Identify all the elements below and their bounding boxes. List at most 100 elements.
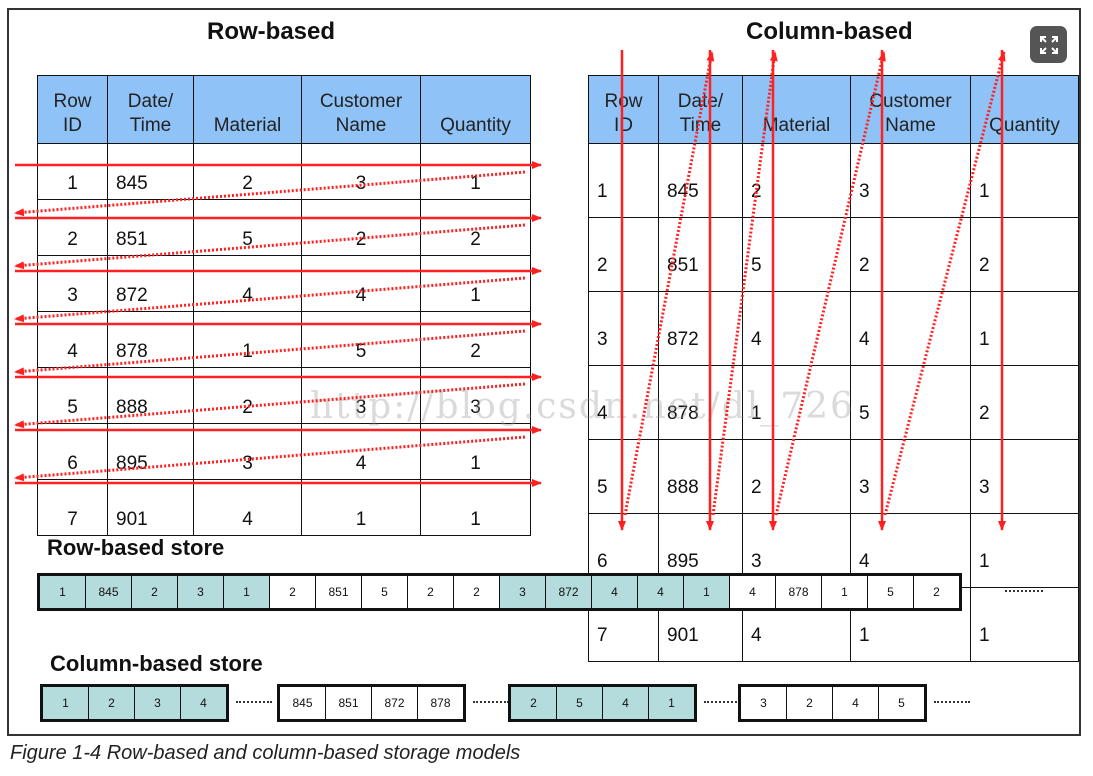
row-store-cell: 1 [821,576,867,608]
column-store-cell: 2 [786,687,832,719]
column-store-label: Column-based store [50,651,263,676]
row-store-cell: 4 [729,576,775,608]
column-header: Date/ Time [658,75,743,144]
row-store-cell: 878 [775,576,821,608]
table-cell: 1 [588,143,659,218]
column-header: Row ID [37,75,108,144]
row-store-cell: 1 [223,576,269,608]
table-cell: 5 [742,217,851,292]
table-cell: 845 [107,143,194,200]
table-cell: 895 [107,423,194,480]
row-store-cell: 872 [545,576,591,608]
column-store-cell: 3 [741,687,786,719]
column-based-title: Column-based [746,18,913,45]
table-cell: 4 [193,255,302,312]
table-cell: 901 [107,479,194,536]
column-store-cell: 4 [832,687,878,719]
column-store-cell: 2 [88,687,134,719]
column-store-cell: 878 [417,687,463,719]
table-cell: 3 [588,291,659,366]
table-cell: 1 [420,479,531,536]
table-cell: 5 [193,199,302,256]
column-header: Date/ Time [107,75,194,144]
table-cell: 6 [37,423,108,480]
table-cell: 3 [301,143,421,200]
row-store-cell: 1 [683,576,729,608]
table-cell: 888 [107,367,194,424]
table-cell: 1 [420,423,531,480]
table-cell: 2 [420,311,531,368]
column-store-cell: 4 [180,687,226,719]
figure-frame [7,8,1081,736]
table-cell: 2 [742,143,851,218]
column-header: Quantity [970,75,1079,144]
table-cell: 4 [742,291,851,366]
table-cell: 851 [658,217,743,292]
row-based-title: Row-based [207,18,336,45]
row-store-cell: 2 [453,576,499,608]
column-store-cell: 3 [134,687,180,719]
expand-icon [1039,35,1058,54]
continuation-dots [934,701,970,703]
table-cell: 2 [37,199,108,256]
column-store-cell: 1 [648,687,694,719]
table-cell: 3 [37,255,108,312]
row-store-cell: 2 [913,576,959,608]
row-store-cell: 845 [85,576,131,608]
table-cell: 5 [301,311,421,368]
column-store-cell: 5 [878,687,924,719]
table-cell: 2 [970,365,1079,440]
column-header: Customer Name [301,75,421,144]
table-cell: 3 [970,439,1079,514]
table-cell: 1 [970,291,1079,366]
table-cell: 3 [850,143,971,218]
table-cell: 2 [850,217,971,292]
row-store-cell: 5 [361,576,407,608]
row-store-cell: 4 [591,576,637,608]
table-cell: 4 [301,255,421,312]
table-cell: 845 [658,143,743,218]
continuation-dots [236,701,272,703]
column-store-cell: 1 [43,687,88,719]
table-cell: 2 [742,439,851,514]
table-cell: 851 [107,199,194,256]
row-store-cell: 2 [269,576,315,608]
table-cell: 878 [107,311,194,368]
table-cell: 2 [588,217,659,292]
table-cell: 7 [37,479,108,536]
table-cell: 4 [301,423,421,480]
row-store-cell: 3 [499,576,545,608]
table-cell: 1 [970,587,1079,662]
table-cell: 1 [193,311,302,368]
table-cell: 3 [850,439,971,514]
continuation-dots [704,701,740,703]
row-store-cell: 851 [315,576,361,608]
column-header: Customer Name [850,75,971,144]
column-store-cell: 2 [511,687,556,719]
table-cell: 2 [970,217,1079,292]
column-store-cell: 845 [280,687,325,719]
table-cell: 4 [37,311,108,368]
figure-caption: Figure 1-4 Row-based and column-based st… [10,742,521,764]
expand-button[interactable] [1030,26,1067,63]
table-cell: 1 [420,255,531,312]
continuation-dots [1005,590,1043,592]
column-header: Row ID [588,75,659,144]
continuation-dots [473,701,509,703]
table-cell: 872 [658,291,743,366]
table-cell: 872 [107,255,194,312]
row-store-cell: 2 [131,576,177,608]
table-cell: 3 [193,423,302,480]
